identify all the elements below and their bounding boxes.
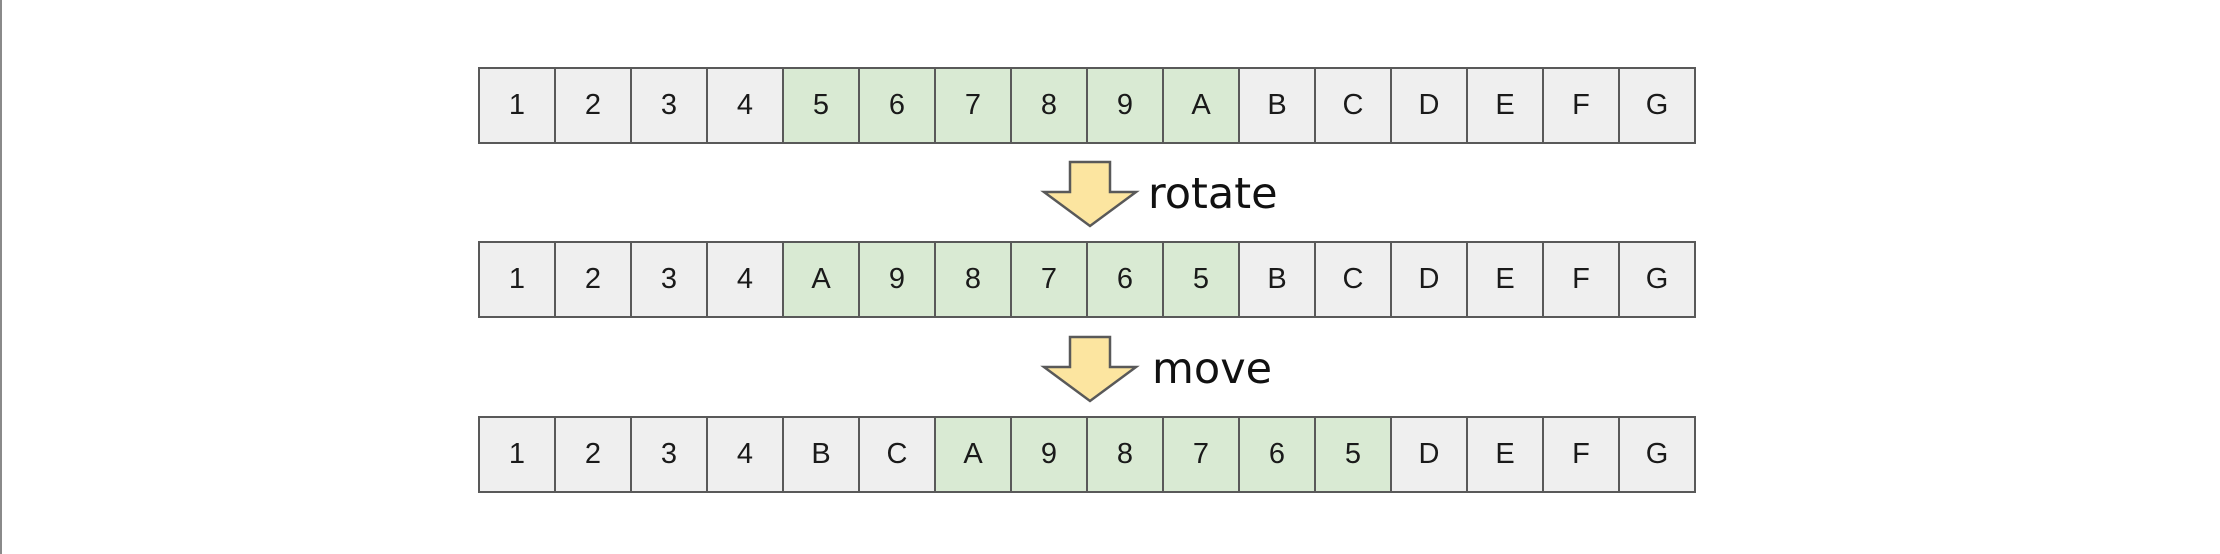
array-cell: E [1466, 241, 1544, 318]
array-cell: 8 [1086, 416, 1164, 493]
array-cell: 9 [1010, 416, 1088, 493]
array-cell: C [858, 416, 936, 493]
array-cell: 5 [1314, 416, 1392, 493]
array-cell: F [1542, 67, 1620, 144]
step-move: move [1040, 335, 1272, 403]
array-cell: 4 [706, 241, 784, 318]
step-label-rotate: rotate [1148, 168, 1278, 219]
array-cell: B [1238, 241, 1316, 318]
array-cell: 4 [706, 416, 784, 493]
array-cell: 7 [934, 67, 1012, 144]
array-cell: 2 [554, 67, 632, 144]
array-cell: 1 [478, 416, 556, 493]
array-cell: G [1618, 416, 1696, 493]
array-cell: 6 [1086, 241, 1164, 318]
frame-left-border [0, 0, 2, 554]
array-cell: 1 [478, 67, 556, 144]
array-cell: C [1314, 241, 1392, 318]
array-cell: 1 [478, 241, 556, 318]
array-cell: E [1466, 67, 1544, 144]
array-cell: 5 [1162, 241, 1240, 318]
array-cell: G [1618, 67, 1696, 144]
array-cell: 8 [1010, 67, 1088, 144]
step-label-move: move [1152, 343, 1273, 394]
array-cell: C [1314, 67, 1392, 144]
arrow-down-icon [1040, 160, 1140, 228]
array-cell: D [1390, 241, 1468, 318]
array-cell: A [782, 241, 860, 318]
array-cell: 4 [706, 67, 784, 144]
array-cell: D [1390, 416, 1468, 493]
array-cell: B [1238, 67, 1316, 144]
array-cell: 3 [630, 67, 708, 144]
array-cell: 3 [630, 416, 708, 493]
array-cell: B [782, 416, 860, 493]
step-rotate: rotate [1040, 160, 1278, 228]
array-cell: A [1162, 67, 1240, 144]
array-cell: 9 [858, 241, 936, 318]
array-cell: 6 [858, 67, 936, 144]
array-cell: 7 [1162, 416, 1240, 493]
array-cell: D [1390, 67, 1468, 144]
array-cell: A [934, 416, 1012, 493]
array-cell: 2 [554, 416, 632, 493]
array-cell: 3 [630, 241, 708, 318]
array-cell: 7 [1010, 241, 1088, 318]
array-cell: 5 [782, 67, 860, 144]
array-cell: 9 [1086, 67, 1164, 144]
array-cell: F [1542, 416, 1620, 493]
array-cell: F [1542, 241, 1620, 318]
array-cell: 6 [1238, 416, 1316, 493]
array-cell: E [1466, 416, 1544, 493]
array-cell: G [1618, 241, 1696, 318]
array-cell: 8 [934, 241, 1012, 318]
array-cell: 2 [554, 241, 632, 318]
arrow-down-icon [1040, 335, 1140, 403]
